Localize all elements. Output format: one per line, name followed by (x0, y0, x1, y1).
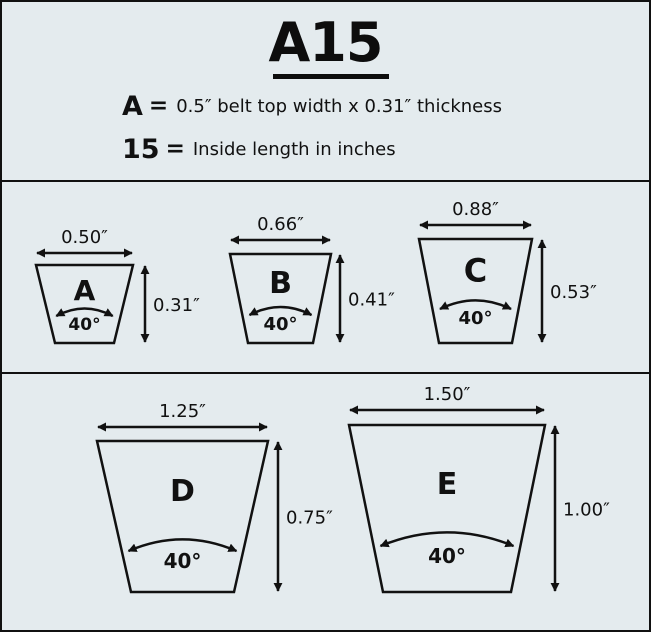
legend-row-section: A = 0.5″ belt top width x 0.31″ thicknes… (122, 90, 503, 122)
belt-profile-a: 0.50″ 0.31″ A 40° (34, 227, 200, 345)
belt-profile-e: 1.50″ 1.00″ E 40° (347, 384, 610, 594)
angle-arc-arrow (379, 531, 515, 548)
angle-label: 40° (263, 314, 297, 335)
belt-section-letter: C (464, 252, 487, 290)
angle-arc-arrow (439, 299, 512, 311)
width-label: 1.50″ (424, 384, 471, 405)
height-label: 0.75″ (286, 508, 333, 529)
angle-label: 40° (68, 315, 100, 335)
belt-code-title: A15 (268, 11, 384, 74)
belt-section-letter: B (269, 266, 292, 301)
belt-section-letter: E (437, 467, 458, 502)
height-label: 1.00″ (563, 500, 610, 521)
height-label: 0.41″ (348, 290, 395, 311)
width-label: 0.66″ (257, 214, 304, 235)
belt-profile-b: 0.66″ 0.41″ B 40° (228, 214, 395, 345)
width-label: 0.88″ (452, 199, 499, 220)
title-underline (273, 74, 389, 79)
angle-arc-arrow (248, 305, 313, 317)
belt-trapezoid (95, 439, 270, 594)
belt-trapezoid (347, 423, 547, 594)
legend-description: 0.5″ belt top width x 0.31″ thickness (176, 95, 503, 117)
angle-arc-arrow (127, 538, 238, 553)
legend-description: Inside length in inches (192, 138, 396, 160)
legend-equals: = (165, 136, 185, 162)
section-divider (2, 372, 649, 374)
angle-arc-arrow (55, 307, 114, 318)
belt-trapezoid (34, 263, 135, 345)
width-label: 0.50″ (61, 227, 108, 248)
angle-label: 40° (458, 308, 492, 329)
height-label: 0.31″ (153, 295, 200, 316)
belt-profile-d: 1.25″ 0.75″ D 40° (95, 401, 333, 594)
section-divider (2, 180, 649, 182)
belt-trapezoid (228, 252, 333, 345)
belt-section-letter: A (74, 274, 96, 307)
belt-profile-c: 0.88″ 0.53″ C 40° (417, 199, 597, 345)
angle-label: 40° (164, 549, 202, 573)
belt-trapezoid (417, 237, 534, 345)
legend-key: 15 (122, 133, 160, 165)
height-label: 0.53″ (550, 282, 597, 303)
legend-equals: = (148, 93, 169, 119)
legend-row-length: 15 = Inside length in inches (122, 133, 396, 165)
angle-label: 40° (428, 544, 466, 568)
belt-section-letter: D (170, 474, 195, 509)
legend-key: A (122, 90, 143, 122)
width-label: 1.25″ (159, 401, 206, 422)
